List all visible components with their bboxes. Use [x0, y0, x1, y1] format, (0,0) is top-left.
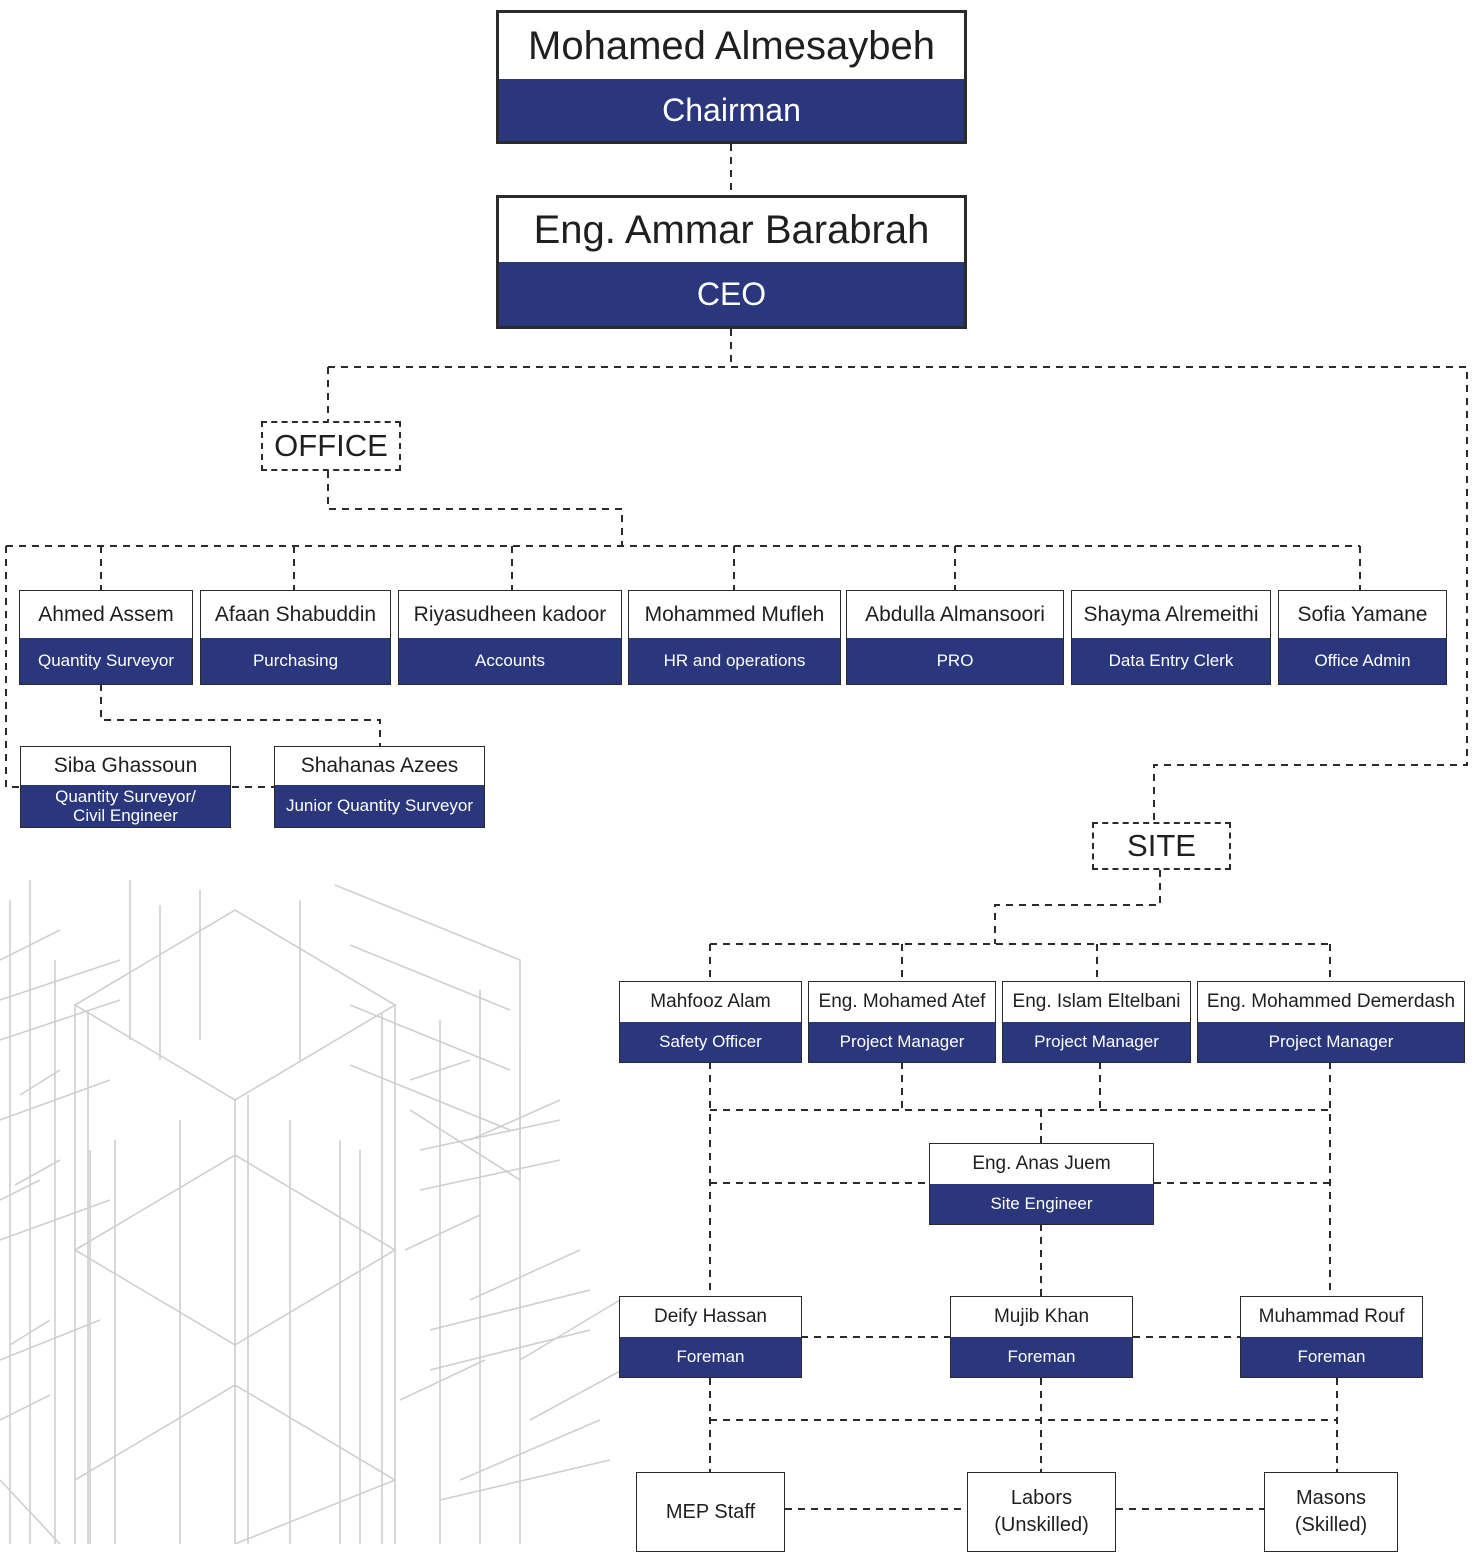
staff-name: Shayma Alremeithi	[1083, 602, 1259, 626]
staff-role: Project Manager	[1198, 1022, 1464, 1062]
office-staff-card: Mohammed Mufleh HR and operations	[628, 590, 841, 685]
worker-group-card: MEP Staff	[636, 1472, 785, 1552]
site-manager-card: Eng. Mohamed Atef Project Manager	[808, 981, 996, 1063]
staff-name: Shahanas Azees	[300, 754, 459, 777]
chairman-name: Mohamed Almesaybeh	[528, 23, 935, 68]
staff-name: Deify Hassan	[654, 1306, 767, 1327]
staff-name: Siba Ghassoun	[53, 754, 198, 777]
staff-role: Purchasing	[201, 638, 390, 684]
foreman-card: Muhammad Rouf Foreman	[1240, 1296, 1423, 1378]
office-group-label: OFFICE	[261, 421, 401, 471]
staff-name: Ahmed Assem	[38, 602, 174, 626]
staff-role: Junior Quantity Surveyor	[275, 785, 484, 827]
staff-role: Project Manager	[809, 1022, 995, 1062]
staff-name: Mujib Khan	[993, 1306, 1090, 1327]
ceo-role: CEO	[499, 262, 964, 326]
staff-role: Safety Officer	[620, 1022, 801, 1062]
staff-name: Eng. Mohamed Atef	[818, 991, 986, 1012]
worker-group-card: Labors (Unskilled)	[967, 1472, 1116, 1552]
office-staff-card: Shayma Alremeithi Data Entry Clerk	[1071, 590, 1271, 685]
office-staff-card: Abdulla Almansoori PRO	[846, 590, 1064, 685]
office-sub-card: Shahanas Azees Junior Quantity Surveyor	[274, 746, 485, 828]
staff-role: Office Admin	[1279, 638, 1446, 684]
office-staff-card: Riyasudheen kadoor Accounts	[398, 590, 622, 685]
staff-role: Foreman	[951, 1337, 1132, 1377]
staff-role: Foreman	[1241, 1337, 1422, 1377]
staff-name: Afaan Shabuddin	[214, 602, 377, 626]
office-staff-card: Sofia Yamane Office Admin	[1278, 590, 1447, 685]
worker-group-name: MEP Staff	[665, 1500, 756, 1523]
foreman-card: Deify Hassan Foreman	[619, 1296, 802, 1378]
staff-role: Project Manager	[1003, 1022, 1190, 1062]
worker-group-name: Masons (Skilled)	[1294, 1487, 1368, 1536]
staff-role: HR and operations	[629, 638, 840, 684]
staff-name: Mohammed Mufleh	[644, 602, 825, 626]
site-manager-card: Mahfooz Alam Safety Officer	[619, 981, 802, 1063]
site-manager-card: Eng. Islam Eltelbani Project Manager	[1002, 981, 1191, 1063]
staff-name: Muhammad Rouf	[1258, 1306, 1405, 1327]
staff-name: Eng. Islam Eltelbani	[1012, 991, 1181, 1012]
staff-name: Riyasudheen kadoor	[413, 602, 607, 626]
ceo-name: Eng. Ammar Barabrah	[533, 207, 930, 252]
site-engineer-card: Eng. Anas Juem Site Engineer	[929, 1143, 1154, 1225]
foreman-card: Mujib Khan Foreman	[950, 1296, 1133, 1378]
staff-role: Site Engineer	[930, 1184, 1153, 1224]
staff-name: Sofia Yamane	[1297, 602, 1428, 626]
staff-name: Mahfooz Alam	[650, 991, 771, 1012]
staff-role: Quantity Surveyor	[20, 638, 192, 684]
staff-name: Eng. Anas Juem	[972, 1153, 1111, 1174]
staff-role: Quantity Surveyor/ Civil Engineer	[21, 785, 230, 827]
staff-role: Data Entry Clerk	[1072, 638, 1270, 684]
ceo-box: Eng. Ammar Barabrah CEO	[496, 195, 967, 329]
staff-name: Abdulla Almansoori	[865, 602, 1045, 626]
chairman-box: Mohamed Almesaybeh Chairman	[496, 10, 967, 144]
office-sub-card: Siba Ghassoun Quantity Surveyor/ Civil E…	[20, 746, 231, 828]
worker-group-name: Labors (Unskilled)	[994, 1487, 1089, 1536]
staff-role: PRO	[847, 638, 1063, 684]
site-group-label: SITE	[1092, 822, 1231, 870]
chairman-role: Chairman	[499, 79, 964, 141]
staff-role: Foreman	[620, 1337, 801, 1377]
site-manager-card: Eng. Mohammed Demerdash Project Manager	[1197, 981, 1465, 1063]
staff-role: Accounts	[399, 638, 621, 684]
office-staff-card: Ahmed Assem Quantity Surveyor	[19, 590, 193, 685]
office-staff-card: Afaan Shabuddin Purchasing	[200, 590, 391, 685]
worker-group-card: Masons (Skilled)	[1264, 1472, 1398, 1552]
staff-name: Eng. Mohammed Demerdash	[1206, 991, 1456, 1012]
